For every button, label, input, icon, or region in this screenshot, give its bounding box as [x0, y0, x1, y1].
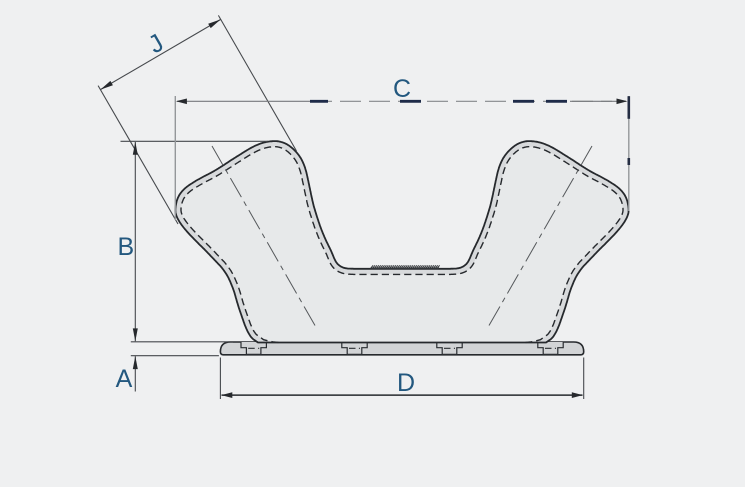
svg-text:C: C: [393, 75, 411, 103]
svg-text:B: B: [118, 233, 135, 261]
svg-text:A: A: [116, 365, 133, 393]
svg-text:D: D: [397, 369, 415, 397]
